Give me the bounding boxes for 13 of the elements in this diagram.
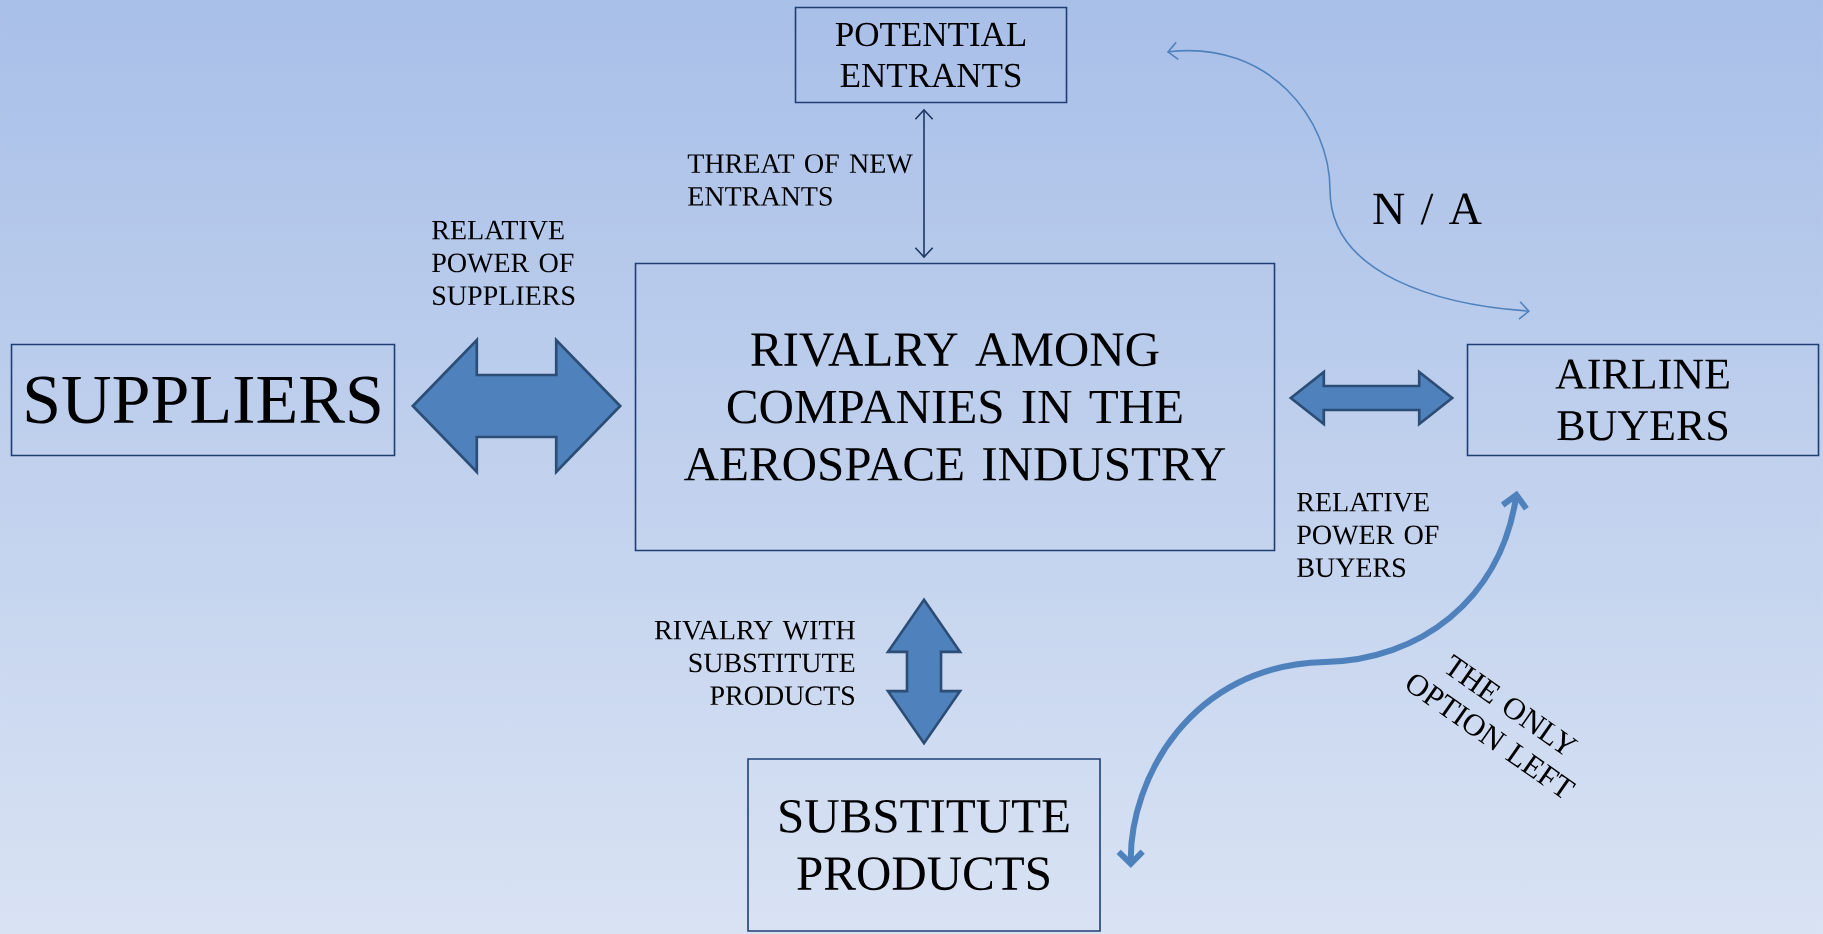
text-box: SUBSTITUTE PRODUCTS (747, 758, 1101, 932)
text-box: SUPPLIERS (10, 343, 396, 457)
curved-arrow (1116, 490, 1529, 868)
edge-label: N / A (1373, 193, 1482, 225)
edge-label: RELATIVE POWER OF SUPPLIERS (432, 220, 575, 306)
edge-label: RELATIVE POWER OF BUYERS (1297, 492, 1439, 578)
edge-label: RIVALRY WITH SUBSTITUTE PRODUCTS (654, 620, 855, 706)
edge-label: THREAT OF NEW ENTRANTS (687, 154, 913, 206)
curved-arrow (1166, 41, 1530, 320)
text-box: RIVALRY AMONG COMPANIES IN THE AEROSPACE INDUSTRY (634, 262, 1276, 552)
arrow (914, 108, 934, 259)
text-box: POTENTIAL ENTRANTS (794, 6, 1068, 104)
text-box: AIRLINE BUYERS (1466, 343, 1820, 457)
